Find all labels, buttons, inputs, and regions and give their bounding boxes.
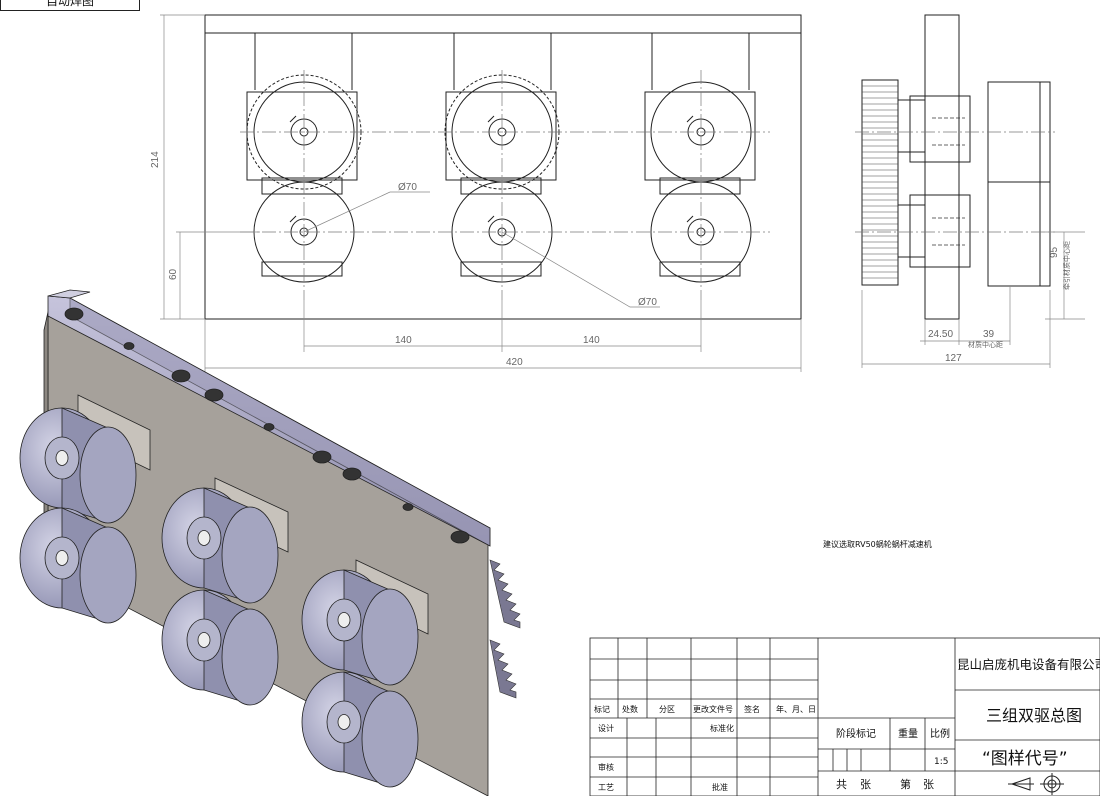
dim-spacing-a: 140 — [395, 335, 412, 346]
dim-height-low: 60 — [168, 268, 179, 280]
dim-diameter-b: Ø70 — [638, 297, 657, 308]
tb-label-scale: 比例 — [930, 727, 950, 740]
dim-side-39: 39 — [983, 329, 995, 340]
side-dimensions — [861, 231, 1085, 368]
tb-label-approve: 批准 — [712, 782, 728, 792]
tb-label-design: 设计 — [598, 723, 614, 733]
tb-label-review: 审核 — [598, 762, 614, 772]
iso-roller-unit-2 — [161, 487, 279, 706]
tb-label-process: 工艺 — [598, 783, 614, 792]
drawing-stamp: “自动焊图” — [0, 0, 140, 11]
tb-label-zone: 分区 — [659, 705, 675, 714]
side-plate — [924, 14, 960, 320]
side-dimension-labels: 24.50 39 材质中心距 127 95 牵引材质中心距 — [928, 241, 1071, 364]
tb-label-count: 处数 — [622, 704, 638, 714]
dim-side-95-note: 牵引材质中心距 — [1062, 241, 1071, 290]
tb-label-total: 共 — [836, 778, 847, 791]
front-dimensions — [160, 14, 802, 372]
gear-teeth — [862, 85, 898, 279]
title-block-labels: 标记 处数 分区 更改文件号 签名 年、月、日 设计 标准化 审核 工艺 批准 … — [594, 657, 1100, 792]
dim-height-total: 214 — [150, 151, 161, 168]
base-plate — [204, 32, 802, 320]
front-view — [204, 14, 802, 320]
tb-label-sheet-no: 第 — [900, 777, 911, 791]
front-dimension-labels: 214 60 Ø70 Ø70 140 140 420 — [150, 151, 657, 368]
tb-scale-value: 1:5 — [934, 757, 948, 767]
tb-label-sign: 签名 — [744, 704, 760, 714]
roller-unit-3 — [644, 81, 756, 283]
tb-company: 昆山启庞机电设备有限公司 — [957, 657, 1100, 672]
tb-label-stage-mark: 阶段标记 — [836, 727, 876, 740]
isometric-view — [19, 289, 521, 796]
tb-label-weight: 重量 — [898, 727, 918, 740]
dim-side-39-note: 材质中心距 — [968, 340, 1003, 349]
projection-symbol-icon — [1008, 773, 1064, 795]
iso-roller-unit-3 — [301, 569, 419, 788]
iso-roller-unit-1 — [19, 407, 137, 624]
top-bar — [204, 14, 802, 34]
tb-label-change-doc: 更改文件号 — [693, 704, 733, 714]
dim-width-total: 420 — [506, 357, 523, 368]
tb-label-mark: 标记 — [594, 704, 610, 714]
tb-label-sheet-unit: 张 — [923, 778, 934, 791]
gearbox — [246, 91, 358, 181]
reducer-note: 建议选取RV50蜗轮蜗杆减速机 — [823, 540, 932, 549]
tb-drawing-title: 三组双驱总图 — [986, 706, 1082, 725]
tb-label-standard: 标准化 — [710, 723, 734, 733]
side-view — [855, 14, 1055, 320]
tb-label-sheets: 张 — [860, 778, 871, 791]
title-block — [589, 637, 1100, 796]
dim-side-95: 95 — [1049, 246, 1060, 258]
dim-diameter-a: Ø70 — [398, 182, 417, 193]
tb-label-date: 年、月、日 — [776, 704, 816, 714]
dim-spacing-b: 140 — [583, 335, 600, 346]
dim-side-offset: 24.50 — [928, 329, 953, 340]
tb-drawing-number: “图样代号” — [982, 749, 1068, 769]
dim-side-127: 127 — [945, 353, 962, 364]
side-gear — [861, 79, 899, 286]
